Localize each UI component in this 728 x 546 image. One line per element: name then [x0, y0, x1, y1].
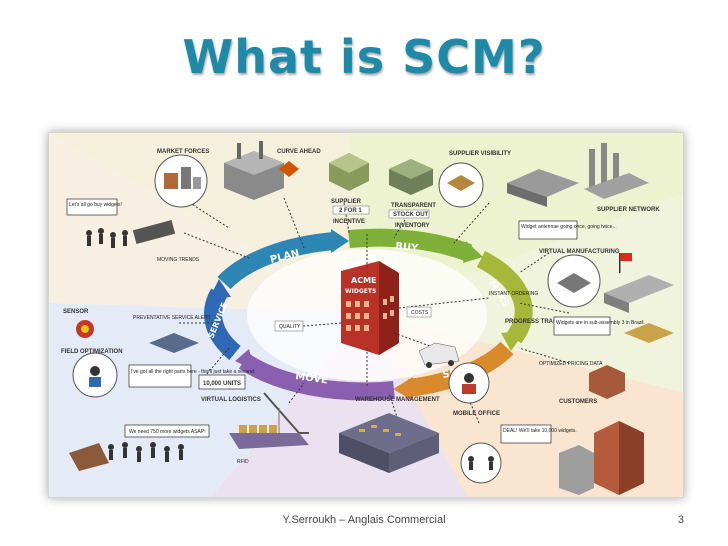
- car: [418, 342, 460, 368]
- antennae-text: Widget antennae going once, going twice.…: [521, 224, 617, 230]
- slide-title: What is SCM?: [182, 30, 546, 84]
- optimized-pricing-scene: OPTIMIZED PRICING DATA: [539, 361, 625, 399]
- virtual-manufacturing-scene: VIRTUAL MANUFACTURING INSTANT ORDERING: [489, 249, 620, 308]
- ring-move: [238, 353, 395, 401]
- need-widgets-scene: We need 750 more widgets ASAP!: [69, 424, 210, 471]
- market-forces-label: MARKET FORCES: [157, 149, 209, 155]
- virtual-manufacturing-label: VIRTUAL MANUFACTURING: [539, 249, 620, 255]
- slide-footer: Y.Serroukh – Anglais Commercial 3: [0, 511, 728, 531]
- supplier-visibility-scene: SUPPLIER VISIBILITY: [438, 151, 511, 208]
- supplier-scene: SUPPLIER 2 FOR 1 INCENTIVE: [329, 153, 370, 225]
- lets-all-go-callout: Let's all go buy widgets!: [69, 202, 122, 208]
- inventory-label: INVENTORY: [395, 223, 430, 229]
- stage-move: MOVE: [295, 371, 329, 386]
- two-for-one-label: 2 FOR 1: [339, 208, 362, 214]
- instant-ordering-label: INSTANT ORDERING: [489, 291, 538, 297]
- ring-service: [204, 288, 241, 360]
- ring-buy: [348, 228, 473, 262]
- cargo-ship: RFID: [229, 425, 309, 465]
- flag-factory: [604, 253, 674, 313]
- supplier-label: SUPPLIER: [331, 199, 362, 205]
- curve-ahead-sign: CURVE AHEAD: [277, 149, 321, 177]
- rfid-label: RFID: [237, 459, 249, 465]
- scm-diagram-canvas: PLAN BUY MAKE SELL MOVE SERVICE ACME WID…: [49, 133, 683, 497]
- ring-plan: [217, 232, 335, 290]
- sensor-label: SENSOR: [63, 309, 89, 315]
- field-optimization-scene: FIELD OPTIMIZATION I've got all the righ…: [61, 349, 255, 398]
- deal-text: DEAL! We'll take 10,000 widgets.: [503, 428, 577, 434]
- mobile-office-scene: MOBILE OFFICE: [448, 362, 500, 417]
- supplier-visibility-label: SUPPLIER VISIBILITY: [449, 151, 511, 157]
- mobile-office-label: MOBILE OFFICE: [453, 411, 500, 417]
- deal-scene: DEAL! We'll take 10,000 widgets.: [460, 424, 577, 484]
- warehouse-management-label: WAREHOUSE MANAGEMENT: [355, 397, 440, 403]
- warehouse-top: [507, 169, 579, 207]
- virtual-units-text: 10,000 UNITS: [203, 381, 241, 387]
- factory-top-left: [224, 141, 284, 200]
- cycle-arrowheads: [209, 229, 525, 401]
- virtual-logistics-scene: 10,000 UNITS VIRTUAL LOGISTICS: [198, 374, 261, 403]
- sensor-scene: SENSOR PREVENTATIVE SERVICE ALERT: [63, 309, 211, 353]
- antennae-callout: Widget antennae going once, going twice.…: [518, 220, 617, 240]
- quality-label: QUALITY: [279, 324, 301, 330]
- progress-tracking-scene: PROGRESS TRACKING Widgets are in sub-ass…: [505, 316, 674, 343]
- supplier-network-scene: SUPPLIER NETWORK: [584, 143, 660, 213]
- buyers-scene: Let's all go buy widgets! MOVING TRENDS: [66, 198, 200, 263]
- costs-callout: COSTS: [406, 306, 432, 318]
- curve-ahead-label: CURVE AHEAD: [277, 149, 321, 155]
- transparent-inventory-scene: TRANSPARENT STOCK OUT INVENTORY: [388, 159, 436, 229]
- scm-diagram: PLAN BUY MAKE SELL MOVE SERVICE ACME WID…: [48, 132, 684, 498]
- page-number: 3: [677, 514, 684, 526]
- quality-callout: QUALITY: [274, 320, 304, 332]
- acme-building: ACME WIDGETS: [341, 261, 399, 355]
- optimized-pricing-label: OPTIMIZED PRICING DATA: [539, 361, 603, 367]
- stage-buy: BUY: [395, 241, 420, 254]
- sub-assembly-text: Widgets are in sub-assembly 3 in Brazil.: [556, 320, 645, 326]
- incentive-label: INCENTIVE: [333, 219, 365, 225]
- widgets-label: WIDGETS: [345, 288, 376, 295]
- transparent-label: TRANSPARENT: [391, 203, 436, 209]
- customers-scene: CUSTOMERS: [559, 399, 644, 495]
- virtual-logistics-label: VIRTUAL LOGISTICS: [201, 397, 261, 403]
- moving-trends-label: MOVING TRENDS: [157, 257, 200, 263]
- footer-text: Y.Serroukh – Anglais Commercial: [282, 514, 446, 526]
- ring-make: [476, 250, 533, 344]
- need-750-text: We need 750 more widgets ASAP!: [129, 429, 206, 435]
- preventative-label: PREVENTATIVE SERVICE ALERT: [133, 315, 211, 321]
- acme-label: ACME: [351, 276, 377, 285]
- field-optimization-label: FIELD OPTIMIZATION: [61, 349, 123, 355]
- progress-tracking-label: PROGRESS TRACKING: [505, 319, 573, 325]
- costs-label: COSTS: [411, 310, 429, 316]
- warehouse-management-scene: WAREHOUSE MANAGEMENT: [339, 397, 440, 473]
- got-parts-text: I've got all the right parts here - this…: [131, 369, 255, 375]
- market-forces-scene: MARKET FORCES: [154, 149, 209, 208]
- customers-label: CUSTOMERS: [559, 399, 597, 405]
- supplier-network-label: SUPPLIER NETWORK: [597, 207, 660, 213]
- stock-out-label: STOCK OUT: [393, 212, 429, 218]
